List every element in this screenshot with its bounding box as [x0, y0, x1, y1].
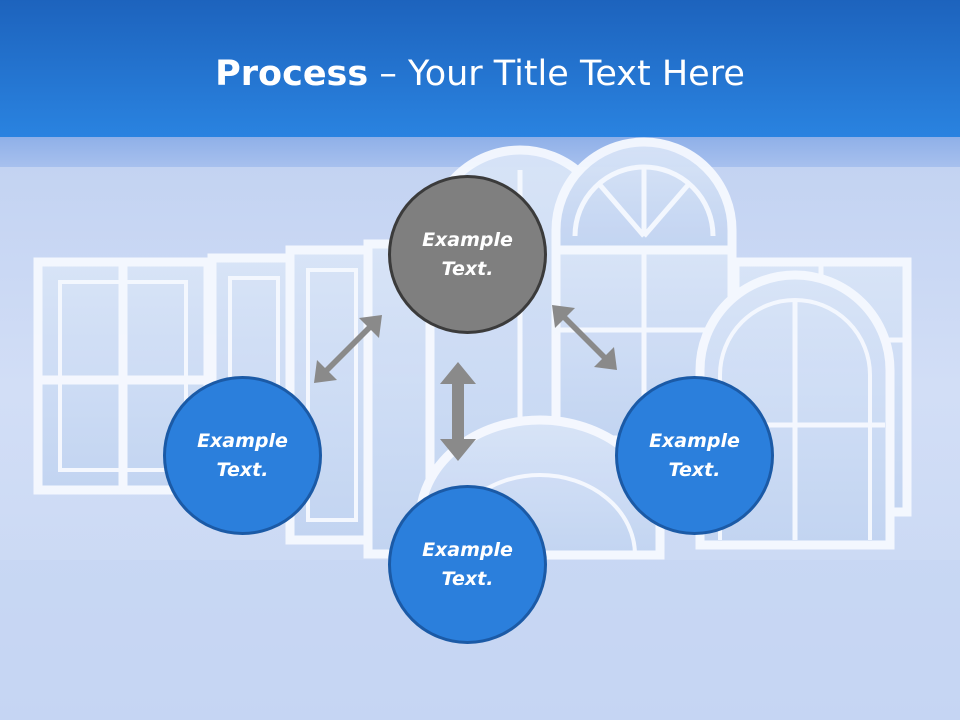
node-right-label: Example Text. — [649, 429, 740, 481]
node-top-label: Example Text. — [422, 228, 513, 280]
node-bottom[interactable]: Example Text. — [388, 485, 547, 644]
title-bold: Process — [215, 54, 369, 94]
title-rest: – Your Title Text Here — [368, 54, 745, 94]
arrow-vertical — [440, 362, 476, 461]
arrow-right-diagonal — [552, 305, 617, 370]
node-left[interactable]: Example Text. — [163, 376, 322, 535]
node-left-label: Example Text. — [197, 429, 288, 481]
node-right[interactable]: Example Text. — [615, 376, 774, 535]
header-bar — [0, 0, 960, 137]
arrow-left-diagonal — [314, 315, 382, 383]
slide-title[interactable]: Process – Your Title Text Here — [0, 52, 960, 96]
node-bottom-label: Example Text. — [422, 538, 513, 590]
node-top[interactable]: Example Text. — [388, 175, 547, 334]
